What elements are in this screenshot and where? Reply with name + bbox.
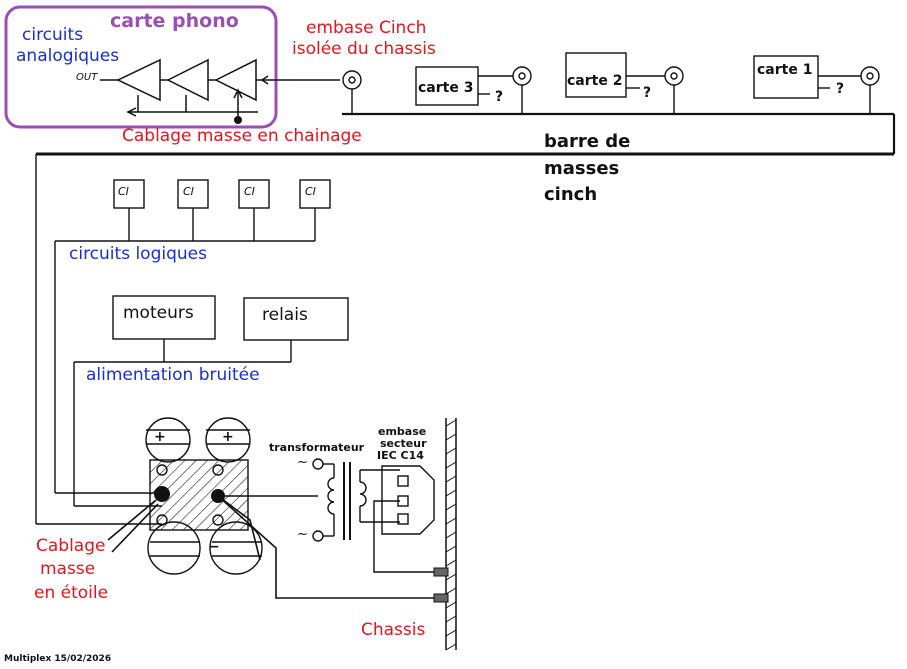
circuits-analogiques-label-2: analogiques: [16, 46, 120, 66]
plus-left-label: +: [154, 429, 166, 445]
chassis-label: Chassis: [361, 620, 426, 640]
carte-1-box: [753, 55, 819, 99]
carte-3-box: [415, 66, 479, 106]
ci-label-4: CI: [305, 185, 316, 198]
logic-circuits: [54, 179, 331, 493]
ground-node-phono: [234, 116, 242, 124]
ground-bus-bar: [36, 112, 896, 156]
noisy-power: [73, 295, 349, 506]
cablage-etoile-label-2: masse: [40, 559, 96, 579]
ci-label-1: CI: [118, 185, 129, 198]
iec-inlet: [373, 465, 440, 573]
carte-1-label: carte 1: [757, 62, 813, 78]
embase-cinch-label-1: embase Cinch: [306, 18, 427, 38]
footer-credit: Multiplex 15/02/2026: [4, 654, 112, 664]
question-mark-carte2: ?: [643, 85, 652, 101]
amplifier-stages: [100, 58, 340, 118]
cinch-jack-carte1: [860, 66, 880, 114]
ac-symbol-top: ~: [297, 455, 308, 470]
chassis-screw-2: [433, 593, 449, 603]
circuits-logiques-label: circuits logiques: [69, 244, 207, 264]
out-label: OUT: [76, 72, 98, 83]
plus-right-label: +: [222, 429, 234, 445]
chassis-screw-1: [433, 567, 449, 577]
alimentation-label: alimentation bruitée: [86, 365, 260, 385]
moteurs-label: moteurs: [123, 303, 194, 323]
amplifier-triangle-1: [116, 58, 161, 102]
question-mark-carte1: ?: [836, 81, 845, 97]
minus-label: −: [208, 539, 220, 555]
cinch-jack-carte3: [512, 66, 532, 114]
cablage-etoile-label-1: Cablage: [36, 536, 106, 556]
carte-3-label: carte 3: [418, 80, 474, 96]
circuits-analogiques-label-1: circuits: [22, 25, 84, 45]
relais-box: [243, 297, 349, 341]
question-mark-carte3: ?: [495, 89, 504, 105]
transformer: [312, 458, 400, 542]
capacitor-top-left: [145, 417, 191, 463]
phono-card-frame: [4, 5, 278, 129]
cablage-chainage-label: Cablage masse en chainage: [122, 126, 362, 146]
carte-2-box: [565, 52, 627, 98]
carte-2-label: carte 2: [567, 73, 623, 89]
amplifier-triangle-2: [166, 58, 209, 102]
embase-secteur-label-2: secteur: [380, 437, 427, 450]
rectifier-block: [145, 417, 263, 575]
cinch-jacks: [342, 66, 880, 114]
chassis-wall: [433, 418, 457, 651]
ac-symbol-bottom: ~: [297, 527, 308, 542]
embase-secteur-label-3: IEC C14: [377, 449, 424, 462]
cablage-etoile-label-3: en étoile: [34, 583, 109, 603]
ground-return-wire: [35, 154, 162, 525]
ci-label-3: CI: [244, 185, 255, 198]
embase-cinch-label-2: isolée du chassis: [292, 39, 436, 59]
barre-label-1: barre de: [544, 131, 631, 152]
cinch-jack-carte2: [664, 66, 684, 114]
ci-label-2: CI: [183, 185, 194, 198]
transformateur-label: transformateur: [269, 441, 365, 454]
relais-label: relais: [262, 305, 308, 325]
carte-phono-label: carte phono: [110, 10, 239, 32]
cinch-jack-phono: [342, 70, 362, 114]
star-ground-node: [154, 486, 170, 502]
barre-label-3: cinch: [544, 184, 598, 205]
barre-label-2: masses: [544, 158, 620, 179]
embase-secteur-label-1: embase: [378, 425, 427, 438]
